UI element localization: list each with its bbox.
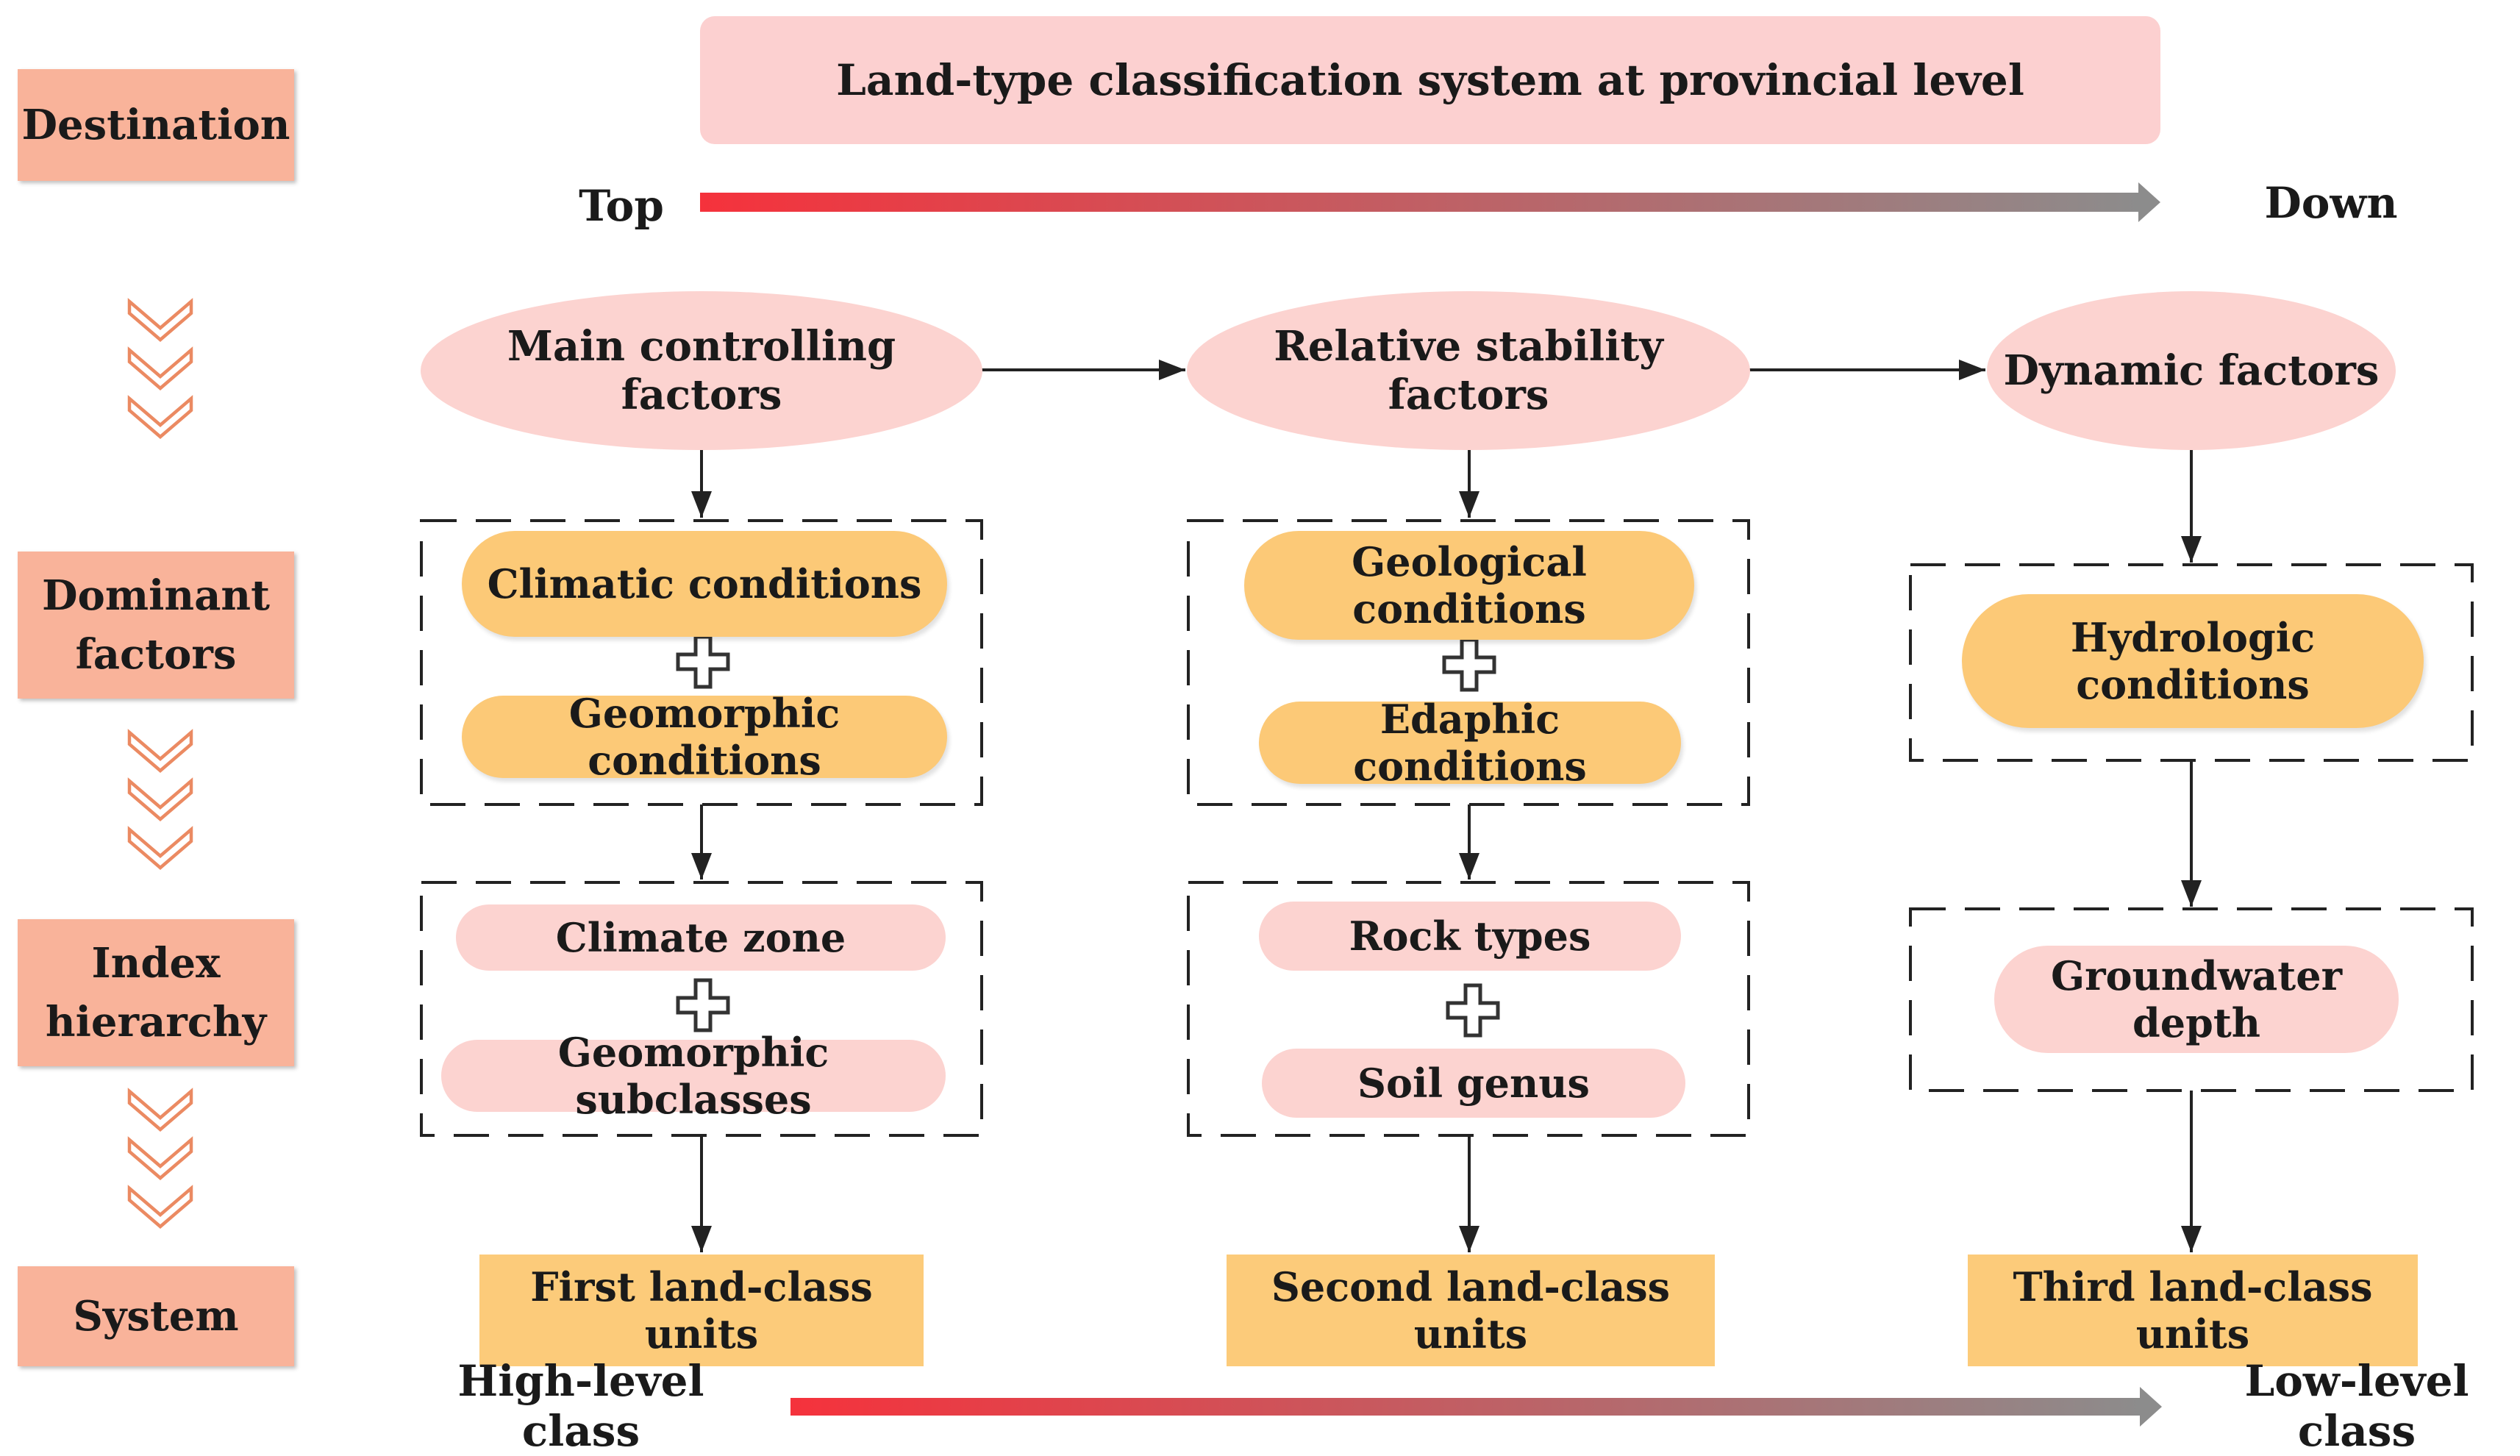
third-land-class-units: Third land-class units — [1968, 1255, 2418, 1366]
sidebar-index-hierarchy: Index hierarchy — [18, 919, 294, 1066]
main-controlling-factors-label: Main controlling factors — [507, 322, 896, 419]
relative-stability-factors: Relative stability factors — [1187, 291, 1750, 450]
soil-genus: Soil genus — [1262, 1049, 1685, 1118]
page-title: Land-type classification system at provi… — [700, 16, 2160, 144]
first-land-class-units: First land-class units — [479, 1255, 924, 1366]
geomorphic-conditions-label: Geomorphic conditions — [568, 690, 840, 784]
geological-conditions-label: Geological conditions — [1352, 538, 1587, 632]
chevron-down-icon-group-3 — [127, 1088, 193, 1229]
chevron-down-icon-group-2 — [127, 729, 193, 870]
climatic-conditions: Climatic conditions — [462, 531, 947, 637]
geological-conditions: Geological conditions — [1244, 531, 1694, 640]
geomorphic-subclasses: Geomorphic subclasses — [441, 1029, 946, 1123]
sidebar-index-hierarchy-label: Index hierarchy — [45, 939, 267, 1046]
plus-icon — [1446, 983, 1500, 1038]
sidebar-destination-label: Destination — [21, 101, 290, 149]
sidebar-dominant-factors-label: Dominant factors — [41, 571, 271, 679]
hydrologic-conditions-label: Hydrologic conditions — [2070, 614, 2316, 708]
group-col1-index — [420, 881, 983, 1137]
sidebar-dominant-factors: Dominant factors — [18, 552, 294, 699]
plus-icon — [676, 978, 730, 1032]
climate-zone-label: Climate zone — [555, 914, 846, 961]
rock-types-label: Rock types — [1349, 913, 1591, 960]
low-level-class-label: Low-level class — [2244, 1356, 2469, 1456]
sidebar-destination: Destination — [18, 69, 294, 181]
second-land-class-units-label: Second land-class units — [1271, 1263, 1671, 1357]
plus-icon — [1442, 638, 1496, 692]
rock-types: Rock types — [1259, 902, 1681, 971]
dynamic-factors-label: Dynamic factors — [2003, 346, 2380, 395]
top-label: Top — [579, 181, 664, 231]
plus-icon — [676, 635, 730, 689]
group-col3-dominant — [1909, 563, 2474, 762]
dynamic-factors: Dynamic factors — [1987, 291, 2396, 450]
high-low-arrow — [790, 1387, 2162, 1427]
high-level-class-label: High-level class — [457, 1356, 704, 1456]
group-col2-dominant — [1187, 519, 1750, 806]
first-land-class-units-label: First land-class units — [530, 1263, 873, 1357]
geomorphic-conditions: Geomorphic conditions — [462, 690, 947, 784]
second-land-class-units: Second land-class units — [1227, 1255, 1715, 1366]
page-title-text: Land-type classification system at provi… — [836, 55, 2024, 105]
geomorphic-subclasses-label: Geomorphic subclasses — [557, 1029, 829, 1123]
group-col1-dominant — [420, 519, 983, 806]
groundwater-depth: Groundwater depth — [1994, 946, 2399, 1053]
climate-zone: Climate zone — [456, 904, 946, 971]
groundwater-depth-label: Groundwater depth — [2050, 952, 2343, 1046]
relative-stability-factors-label: Relative stability factors — [1274, 322, 1663, 419]
climatic-conditions-label: Climatic conditions — [487, 560, 922, 607]
sidebar-system-label: System — [73, 1292, 239, 1341]
group-col2-index — [1187, 881, 1750, 1137]
edaphic-conditions-label: Edaphic conditions — [1353, 696, 1587, 790]
soil-genus-label: Soil genus — [1357, 1060, 1590, 1107]
down-label: Down — [2264, 178, 2398, 228]
edaphic-conditions: Edaphic conditions — [1259, 696, 1681, 790]
sidebar-system: System — [18, 1266, 294, 1366]
group-col3-index — [1909, 907, 2474, 1092]
chevron-down-icon-group-1 — [127, 298, 193, 439]
main-controlling-factors: Main controlling factors — [421, 291, 982, 450]
top-down-arrow — [700, 182, 2160, 222]
hydrologic-conditions: Hydrologic conditions — [1962, 594, 2424, 728]
third-land-class-units-label: Third land-class units — [2013, 1263, 2373, 1357]
